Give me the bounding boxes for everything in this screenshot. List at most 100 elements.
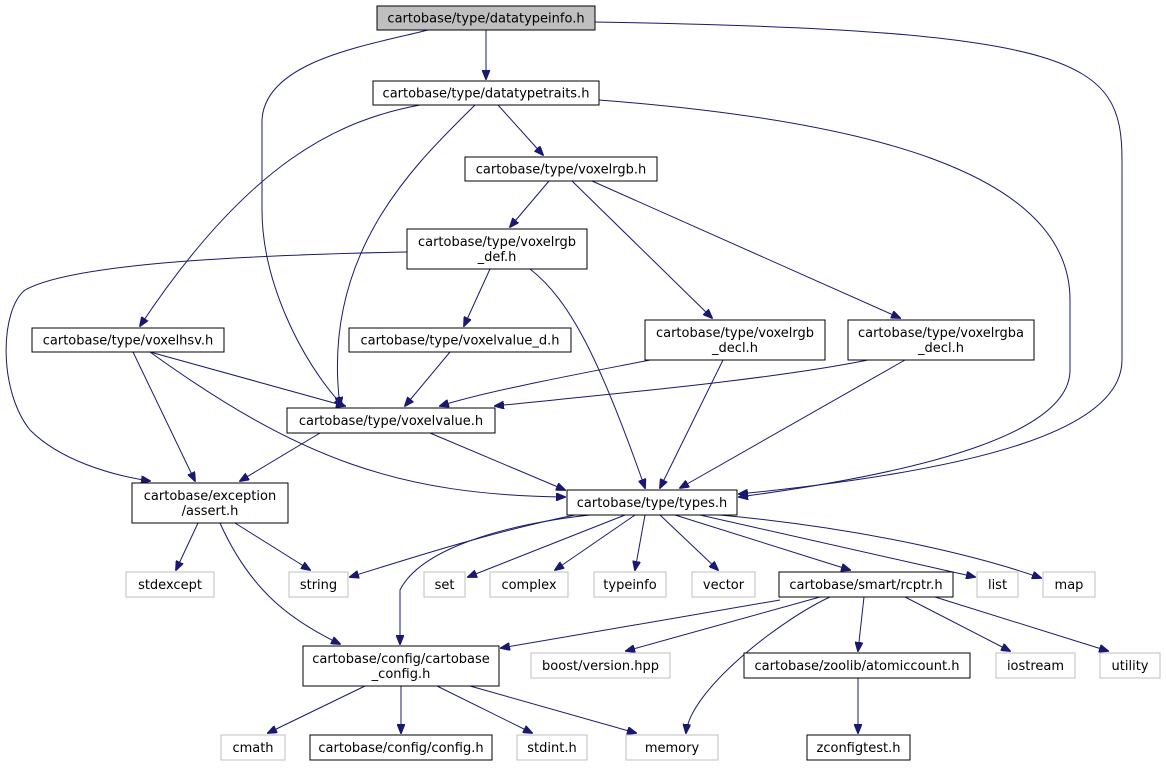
node-memory: memory xyxy=(625,734,719,761)
node-voxelrgb[interactable]: cartobase/type/voxelrgb.h xyxy=(464,156,658,182)
edge-rcptr-to-memory xyxy=(686,596,831,733)
edge-types-to-map xyxy=(719,514,1041,578)
node-list: list xyxy=(976,571,1019,598)
node-datatypeinfo[interactable]: cartobase/type/datatypeinfo.h xyxy=(376,5,596,31)
edge-voxelrgb-to-voxelrgb_def xyxy=(510,180,550,227)
node-zconfigtest[interactable]: zconfigtest.h xyxy=(806,734,911,761)
edge-datatypetraits-to-voxelvalue xyxy=(337,104,476,406)
edge-voxelvalue-to-types xyxy=(429,432,565,490)
edge-types-to-complex xyxy=(555,514,636,570)
edge-voxelrgb-to-voxelrgb_decl xyxy=(571,180,712,318)
node-label: zconfigtest.h xyxy=(817,741,901,756)
node-label: cartobase/smart/rcptr.h xyxy=(789,578,942,593)
node-label: cartobase/zoolib/atomiccount.h xyxy=(755,659,960,674)
edge-cartobase_config-to-memory xyxy=(469,685,636,733)
edge-rcptr-to-iostream xyxy=(904,596,1010,651)
node-label: _decl.h xyxy=(711,341,758,356)
node-label: _def.h xyxy=(477,250,517,265)
node-label: cartobase/type/voxelrgb xyxy=(418,235,576,250)
edge-voxelhsv-to-voxelvalue xyxy=(149,351,345,406)
node-label: cartobase/type/voxelhsv.h xyxy=(43,334,214,349)
node-label: cartobase/type/voxelrgb xyxy=(656,326,814,341)
edge-assert-to-stdexcept xyxy=(176,522,199,570)
node-string: string xyxy=(288,571,349,598)
node-stdexcept: stdexcept xyxy=(125,571,215,598)
edge-types-to-vector xyxy=(659,514,718,570)
node-label: /assert.h xyxy=(182,504,239,519)
edge-voxelrgb_decl-to-voxelvalue xyxy=(440,359,651,406)
edge-assert-to-string xyxy=(234,522,310,570)
node-assert[interactable]: cartobase/exception/assert.h xyxy=(131,482,289,524)
node-vector: vector xyxy=(691,571,756,598)
node-utility: utility xyxy=(1099,652,1161,679)
node-label: cmath xyxy=(232,741,273,756)
node-label: typeinfo xyxy=(603,578,656,593)
edge-datatypetraits-to-voxelrgb xyxy=(497,104,543,155)
edge-voxelrgb_decl-to-types xyxy=(660,359,724,488)
node-label: stdexcept xyxy=(138,578,202,593)
edge-types-to-string xyxy=(350,514,576,577)
edge-voxelrgb_def-to-types xyxy=(529,268,645,488)
node-complex: complex xyxy=(489,571,569,598)
edge-assert-to-cartobase_config xyxy=(219,522,340,644)
edge-rcptr-to-utility xyxy=(934,596,1108,651)
node-label: cartobase/type/voxelvalue_d.h xyxy=(360,334,559,349)
node-label: cartobase/type/datatypeinfo.h xyxy=(387,12,584,27)
node-label: cartobase/config/config.h xyxy=(318,741,483,756)
node-label: vector xyxy=(703,578,745,593)
edge-rcptr-to-boost_version xyxy=(626,596,821,651)
node-atomiccount[interactable]: cartobase/zoolib/atomiccount.h xyxy=(743,652,971,679)
edge-voxelrgba_decl-to-types xyxy=(680,359,906,488)
node-label: cartobase/exception xyxy=(144,489,276,504)
node-voxelrgba-decl[interactable]: cartobase/type/voxelrgba_decl.h xyxy=(847,319,1035,361)
edge-voxelrgb-to-voxelrgba_decl xyxy=(591,180,900,318)
node-label: memory xyxy=(645,741,700,756)
edge-datatypeinfo-to-voxelvalue xyxy=(261,29,429,406)
node-label: cartobase/type/datatypetraits.h xyxy=(383,87,590,102)
node-voxelhsv[interactable]: cartobase/type/voxelhsv.h xyxy=(31,327,225,353)
node-voxelrgb-decl[interactable]: cartobase/type/voxelrgb_decl.h xyxy=(644,319,826,361)
node-label: complex xyxy=(501,578,556,593)
edge-types-to-typeinfo xyxy=(635,514,646,570)
node-voxelvalue[interactable]: cartobase/type/voxelvalue.h xyxy=(286,407,496,434)
edge-datatypetraits-to-types xyxy=(598,99,1071,497)
edge-voxelvalue-to-assert xyxy=(240,432,321,481)
node-types[interactable]: cartobase/type/types.h xyxy=(566,489,738,516)
edge-voxelhsv-to-assert xyxy=(132,351,195,481)
node-datatypetraits[interactable]: cartobase/type/datatypetraits.h xyxy=(372,80,600,106)
node-label: boost/version.hpp xyxy=(542,659,659,674)
node-label: cartobase/type/voxelvalue.h xyxy=(299,414,483,429)
edge-voxelhsv-to-types xyxy=(149,351,565,497)
node-label: string xyxy=(300,578,337,593)
node-map: map xyxy=(1042,571,1096,598)
edge-voxelvalue_d-to-voxelvalue xyxy=(405,351,451,406)
node-label: list xyxy=(988,578,1007,593)
node-cartobase-config[interactable]: cartobase/config/cartobase_config.h xyxy=(302,645,500,687)
edge-datatypeinfo-to-types xyxy=(594,21,1123,494)
node-set: set xyxy=(423,571,466,598)
nodes: cartobase/type/datatypeinfo.h cartobase/t… xyxy=(31,5,1161,761)
edge-types-to-rcptr xyxy=(674,514,850,570)
node-voxelvalue-d[interactable]: cartobase/type/voxelvalue_d.h xyxy=(348,327,572,353)
edge-types-to-cartobase_config xyxy=(400,514,591,644)
node-label: map xyxy=(1055,578,1084,593)
node-boost-version: boost/version.hpp xyxy=(530,652,671,679)
edge-voxelrgb_def-to-voxelvalue_d xyxy=(464,268,491,326)
edge-rcptr-to-cartobase_config xyxy=(501,599,781,648)
node-label: iostream xyxy=(1007,659,1064,674)
node-iostream: iostream xyxy=(995,652,1076,679)
node-cmath: cmath xyxy=(220,734,286,761)
node-config[interactable]: cartobase/config/config.h xyxy=(309,734,493,761)
node-label: set xyxy=(435,578,455,593)
node-rcptr[interactable]: cartobase/smart/rcptr.h xyxy=(778,571,954,598)
node-label: _config.h xyxy=(371,667,431,682)
node-voxelrgb-def[interactable]: cartobase/type/voxelrgb_def.h xyxy=(406,228,588,270)
edges xyxy=(5,21,1123,733)
edge-datatypetraits-to-voxelhsv xyxy=(140,104,421,326)
node-label: cartobase/type/voxelrgb.h xyxy=(476,163,646,178)
node-typeinfo: typeinfo xyxy=(593,571,667,598)
edge-rcptr-to-atomiccount xyxy=(858,596,865,651)
edge-voxelrgba_decl-to-voxelvalue xyxy=(495,359,869,406)
node-label: cartobase/type/voxelrgba xyxy=(858,326,1024,341)
